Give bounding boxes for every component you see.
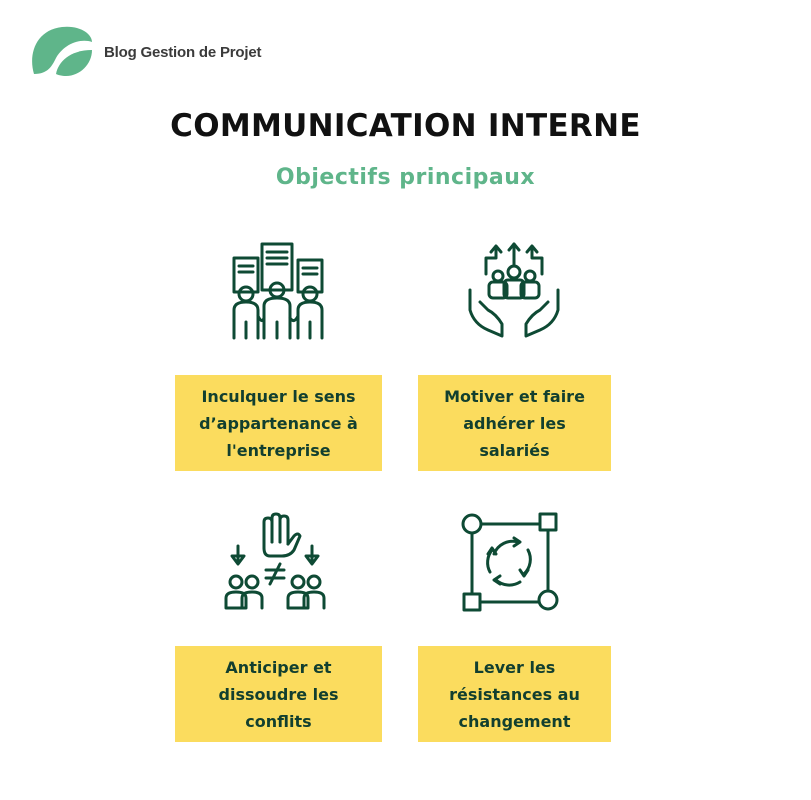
objective-text: Anticiper et dissoudre les conflits [218,657,339,731]
brand-logo: Blog Gestion de Projet [30,24,261,80]
brand-name: Blog Gestion de Projet [104,43,262,61]
objective-text: Inculquer le sens d’appartenance à l'ent… [199,386,358,460]
page-title: COMMUNICATION INTERNE [170,108,641,144]
employees-buildings-icon [226,238,330,344]
objective-card-motivation: Motiver et faire adhérer les salariés [418,375,611,471]
objective-card-change: Lever les résistances au changement [418,646,611,742]
change-cycle-icon [458,510,562,614]
conflict-hand-icon [224,512,326,612]
leaf-logo-icon [32,26,92,76]
page-subtitle: Objectifs principaux [275,165,536,190]
motivated-team-hands-icon [466,240,562,342]
objective-card-belonging: Inculquer le sens d’appartenance à l'ent… [175,375,382,471]
objective-card-conflicts: Anticiper et dissoudre les conflits [175,646,382,742]
objective-text: Motiver et faire adhérer les salariés [444,386,585,460]
objective-text: Lever les résistances au changement [449,657,580,731]
